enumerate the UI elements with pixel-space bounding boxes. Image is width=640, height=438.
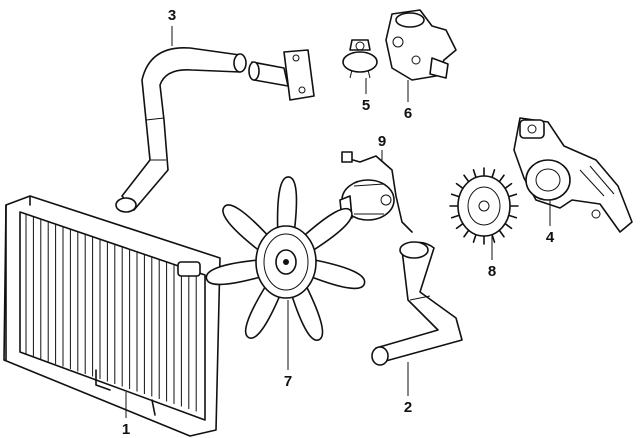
- callout-8: 8: [488, 263, 496, 280]
- radiator: [3, 195, 221, 437]
- lower-radiator-hose: [371, 241, 463, 366]
- callout-3: 3: [168, 7, 176, 24]
- callout-4: 4: [546, 229, 555, 246]
- fan-motor: [339, 151, 413, 233]
- water-outlet: [248, 49, 315, 101]
- leader-lines: [125, 26, 551, 418]
- cooling-fan: [205, 176, 366, 341]
- callout-5: 5: [362, 97, 370, 114]
- callout-9: 9: [378, 133, 386, 150]
- upper-radiator-hose: [115, 47, 247, 213]
- callout-1: 1: [122, 421, 130, 438]
- fan-clutch: [449, 167, 519, 245]
- callout-2: 2: [404, 399, 412, 416]
- thermostat: [342, 39, 378, 79]
- water-pump: [513, 117, 633, 233]
- callout-6: 6: [404, 105, 412, 122]
- callout-7: 7: [284, 373, 292, 390]
- water-inlet-housing: [385, 9, 457, 81]
